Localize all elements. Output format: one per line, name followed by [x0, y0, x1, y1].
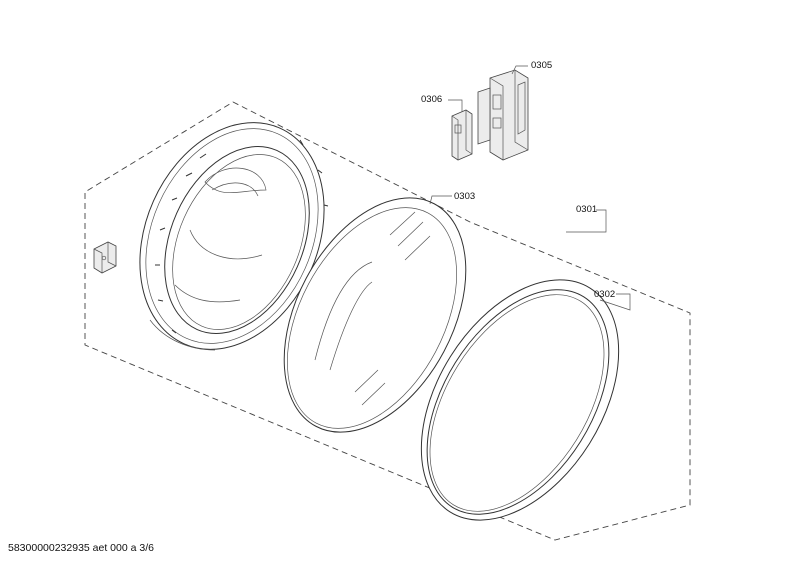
leader-0305 — [511, 65, 528, 75]
leader-0301 — [566, 209, 607, 233]
small-cover-part — [451, 109, 473, 161]
door-frame-part — [139, 122, 329, 351]
label-0305: 0305 — [531, 60, 552, 71]
leader-0306 — [448, 99, 463, 112]
glass-bowl-part — [283, 197, 467, 433]
door-ring-part — [420, 279, 620, 521]
label-0303: 0303 — [454, 191, 475, 202]
assembly-boundary — [84, 101, 691, 541]
door-lock-module-part — [477, 69, 529, 161]
hinge-bracket-part — [93, 241, 117, 274]
label-0301: 0301 — [576, 204, 597, 215]
leader-0302 — [599, 293, 631, 311]
leader-0303 — [429, 195, 452, 205]
document-reference: 58300000232935 aet 000 a 3/6 — [8, 542, 154, 554]
label-0306: 0306 — [421, 94, 442, 105]
label-0302: 0302 — [594, 289, 615, 300]
